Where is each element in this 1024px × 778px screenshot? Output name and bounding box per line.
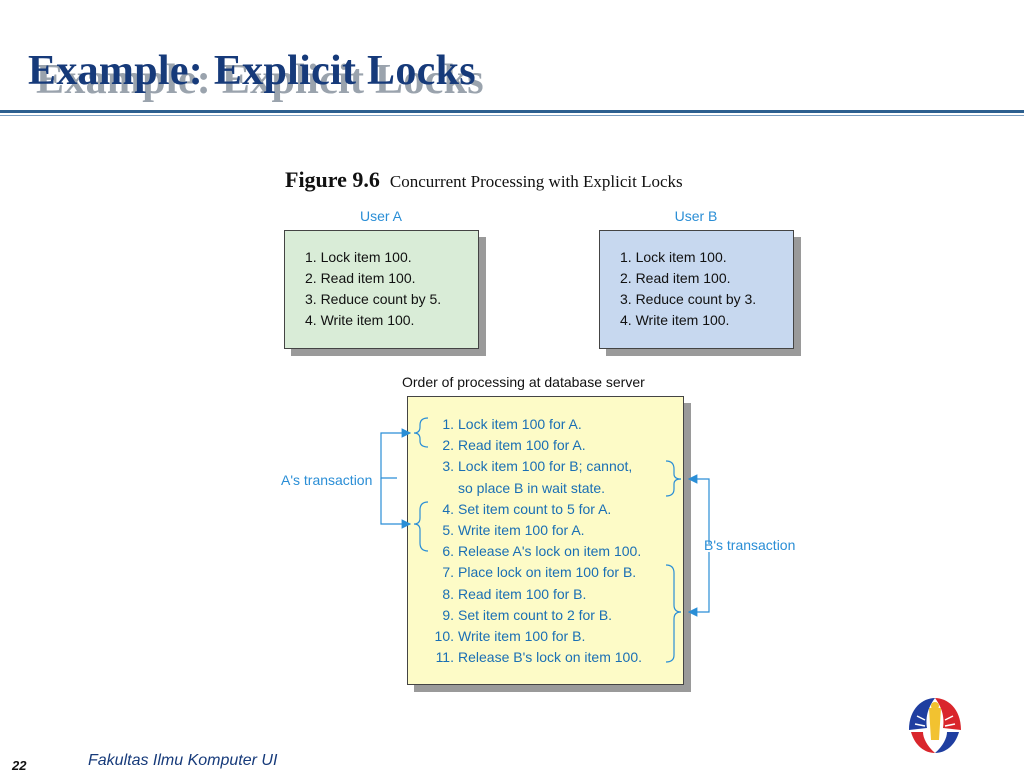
server-steps: 1.Lock item 100 for A. 2.Read item 100 f…: [426, 414, 676, 668]
title-divider: [0, 110, 1024, 113]
step-number: 1.: [442, 416, 454, 432]
server-step: 5.Write item 100 for A.: [426, 520, 676, 541]
step-number: 4.: [442, 500, 454, 517]
user-a-steps: 1. Lock item 100. 2. Read item 100. 3. R…: [305, 247, 441, 331]
user-a-step: 2. Read item 100.: [305, 270, 416, 286]
b-connector: [687, 474, 710, 544]
server-step: 1.Lock item 100 for A.: [426, 414, 676, 435]
user-a-step: 3. Reduce count by 5.: [305, 291, 442, 307]
b-connector-lower: [687, 552, 710, 617]
step-text: Read item 100 for B.: [458, 585, 587, 602]
footer-text: Fakultas Ilmu Komputer UI: [88, 752, 278, 769]
step-number: 3.: [442, 458, 454, 475]
user-a-label: User A: [359, 208, 402, 224]
a-connector: [380, 428, 412, 479]
a-bracket-top: [413, 417, 429, 448]
step-number: 5.: [442, 522, 454, 539]
figure-number: Figure 9.6: [285, 167, 380, 192]
user-b-step: 1. Lock item 100.: [620, 249, 727, 265]
step-number: 10.: [434, 628, 454, 645]
step-text: Write item 100 for B.: [458, 628, 586, 645]
figure-caption: Figure 9.6 Concurrent Processing with Ex…: [285, 167, 683, 193]
server-order-label: Order of processing at database server: [402, 374, 645, 390]
server-step: 4.Set item count to 5 for A.: [426, 499, 676, 520]
b-bracket-top: [665, 460, 682, 497]
user-a-box: 1. Lock item 100. 2. Read item 100. 3. R…: [284, 230, 479, 349]
a-transaction-label: A's transaction: [281, 472, 373, 488]
server-step: 10.Write item 100 for B.: [426, 626, 676, 647]
step-text: Lock item 100 for A.: [458, 416, 582, 432]
server-step: so place B in wait state.: [426, 478, 676, 499]
page-title-shadow: Example: Explicit Locks: [36, 57, 484, 103]
user-b-box: 1. Lock item 100. 2. Read item 100. 3. R…: [599, 230, 794, 349]
step-text: Place lock on item 100 for B.: [458, 564, 637, 581]
a-bracket-bottom: [413, 501, 429, 552]
server-step: 3.Lock item 100 for B; cannot,: [426, 456, 676, 477]
figure-caption-text: Concurrent Processing with Explicit Lock…: [389, 172, 683, 191]
step-text: Read item 100 for A.: [458, 437, 586, 454]
server-step: 9.Set item count to 2 for B.: [426, 605, 676, 626]
user-a-step: 4. Write item 100.: [305, 312, 415, 328]
step-text: so place B in wait state.: [458, 479, 606, 496]
step-text: Set item count to 2 for B.: [458, 606, 613, 623]
title-divider-thin: [0, 115, 1024, 116]
step-number: 8.: [442, 585, 454, 602]
server-step: 2.Read item 100 for A.: [426, 435, 676, 456]
server-step: 7.Place lock on item 100 for B.: [426, 562, 676, 583]
user-b-label: User B: [674, 208, 718, 224]
user-b-steps: 1. Lock item 100. 2. Read item 100. 3. R…: [620, 247, 756, 331]
server-step: 6.Release A's lock on item 100.: [426, 541, 676, 562]
server-step: 8.Read item 100 for B.: [426, 584, 676, 605]
step-number: 7.: [442, 564, 454, 581]
step-text: Write item 100 for A.: [458, 522, 585, 539]
step-text: Release A's lock on item 100.: [458, 543, 642, 560]
a-connector-lower: [380, 478, 412, 529]
user-b-step: 3. Reduce count by 3.: [620, 291, 757, 307]
page-number: 22: [12, 758, 27, 773]
step-number: 11.: [435, 649, 454, 666]
step-text: Release B's lock on item 100.: [458, 649, 642, 666]
user-a-step: 1. Lock item 100.: [305, 249, 412, 265]
user-b-step: 4. Write item 100.: [620, 312, 730, 328]
step-number: 2.: [442, 437, 454, 454]
server-order-box: 1.Lock item 100 for A. 2.Read item 100 f…: [407, 396, 684, 685]
step-text: Set item count to 5 for A.: [458, 500, 612, 517]
b-bracket-bottom: [665, 564, 682, 663]
user-b-step: 2. Read item 100.: [620, 270, 731, 286]
step-number: 9.: [442, 606, 454, 623]
step-text: Lock item 100 for B; cannot,: [458, 458, 633, 475]
step-number: 6.: [442, 543, 454, 560]
server-step: 11.Release B's lock on item 100.: [426, 647, 676, 668]
page-title: Example: Explicit Locks: [28, 48, 476, 94]
b-transaction-label: B's transaction: [704, 537, 796, 553]
